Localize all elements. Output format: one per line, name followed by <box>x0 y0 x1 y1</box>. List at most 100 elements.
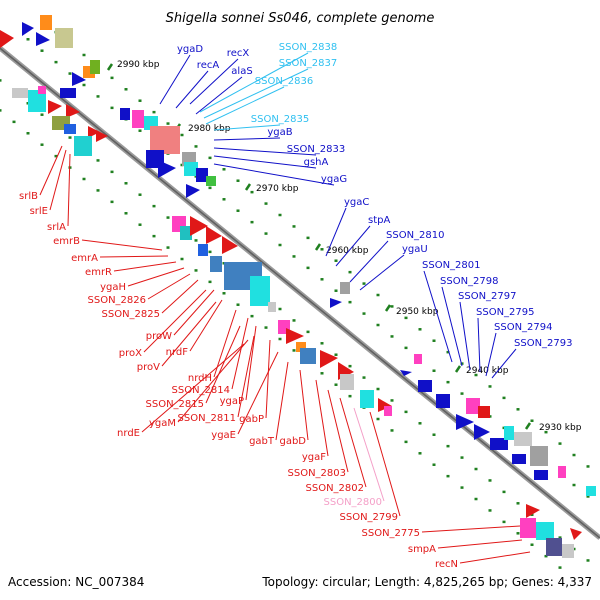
label-leader-nrdh <box>213 309 237 378</box>
label-leader-ygab <box>213 137 281 141</box>
label-leader-sson_2838 <box>199 52 309 113</box>
label-leader-gsha <box>213 155 317 169</box>
gene-label-srlb: srlB <box>19 191 38 202</box>
label-leader-srle <box>49 149 67 211</box>
label-leader-sson_2798 <box>441 286 463 367</box>
gene-label-sson_2837: SSON_2837 <box>279 58 338 69</box>
gene-label-sson_2794: SSON_2794 <box>494 322 553 333</box>
label-leader-ygac <box>325 207 347 257</box>
label-leader-sson_2825 <box>161 279 199 314</box>
gene-label-sson_2799: SSON_2799 <box>340 512 399 523</box>
gene-label-ygah: ygaH <box>100 282 126 293</box>
gene-label-ygaf: ygaF <box>302 452 326 463</box>
gene-label-recx: recX <box>227 48 250 59</box>
tick-label-2950: 2950 kbp <box>396 307 439 317</box>
gene-label-sson_2826: SSON_2826 <box>88 295 147 306</box>
topology-label: Topology: circular; Length: 4,825,265 bp… <box>261 575 592 589</box>
gene-label-gabd: gabD <box>279 436 306 447</box>
label-leader-ygau <box>359 254 405 291</box>
label-leader-gabp <box>265 339 271 419</box>
label-leader-sson_2802 <box>339 397 367 488</box>
tick-label-2970: 2970 kbp <box>256 184 299 194</box>
label-leader-sson_2775 <box>421 525 521 533</box>
label-leader-stpa <box>335 225 371 267</box>
gene-label-nrde: nrdE <box>117 428 140 439</box>
label-leader-nrde <box>141 343 245 433</box>
label-leader-sson_2794 <box>485 332 497 377</box>
label-leader-sson_2803 <box>327 389 349 473</box>
label-leader-ygam <box>177 339 249 423</box>
gene-label-emra: emrA <box>71 253 98 264</box>
label-leader-ygae <box>237 351 279 435</box>
label-leader-sson_2800 <box>353 407 385 502</box>
label-leader-sson_2797 <box>459 301 471 371</box>
gene-label-emrb: emrB <box>53 236 80 247</box>
gene-label-emrr: emrR <box>85 267 112 278</box>
label-leader-sson_2815 <box>205 325 241 404</box>
label-leader-gabd <box>299 369 309 441</box>
gene-label-sson_2803: SSON_2803 <box>288 468 347 479</box>
gene-label-nrdf: nrdF <box>166 347 189 358</box>
label-leader-ygap <box>245 325 257 401</box>
tick-label-2930: 2930 kbp <box>539 423 582 433</box>
gene-label-sson_2825: SSON_2825 <box>102 309 161 320</box>
label-leader-ygaf <box>315 379 329 457</box>
genome-backbone <box>0 44 600 540</box>
gene-label-sson_2811: SSON_2811 <box>178 413 237 424</box>
label-leader-reca <box>175 70 209 109</box>
gene-label-sson_2838: SSON_2838 <box>279 42 338 53</box>
label-leader-sson_2810 <box>349 240 389 283</box>
label-leader-sson_2795 <box>477 317 481 373</box>
label-leader-sson_2811 <box>237 335 255 418</box>
map-title: Shigella sonnei Ss046, complete genome <box>166 11 435 26</box>
gene-label-ygae: ygaE <box>211 430 236 441</box>
gene-label-ygag: ygaG <box>321 174 347 185</box>
label-leader-sson_2833 <box>213 147 317 156</box>
label-leader-sson_2793 <box>491 348 517 379</box>
gene-label-sson_2801: SSON_2801 <box>422 260 481 271</box>
gene-label-prox: proX <box>119 348 142 359</box>
gene-label-reca: recA <box>197 60 220 71</box>
label-leader-sson_2836 <box>205 86 285 125</box>
gene-label-recn: recN <box>435 559 458 570</box>
gene-label-sson_2815: SSON_2815 <box>146 399 205 410</box>
gene-label-srle: srlE <box>30 206 48 217</box>
label-leader-srlb <box>39 145 63 196</box>
label-leader-sson_2814 <box>231 317 249 390</box>
label-leader-emrb <box>81 239 163 251</box>
gene-label-smpa: smpA <box>408 544 436 555</box>
gene-label-nrdh: nrdH <box>188 373 212 384</box>
tick-label-2990: 2990 kbp <box>117 60 160 70</box>
label-leader-sson_2801 <box>423 270 453 363</box>
gene-label-ygau: ygaU <box>402 244 428 255</box>
gene-label-ygab: ygaB <box>267 127 292 138</box>
gene-label-gabp: gabP <box>239 414 264 425</box>
label-leader-sson_2826 <box>147 273 191 300</box>
gene-label-ygac: ygaC <box>344 197 369 208</box>
label-leader-sson_2799 <box>369 411 401 517</box>
gene-features <box>0 15 596 558</box>
gene-label-prov: proV <box>137 362 160 373</box>
gene-label-sson_2810: SSON_2810 <box>386 230 445 241</box>
tick-label-2960: 2960 kbp <box>326 246 369 256</box>
gene-label-sson_2836: SSON_2836 <box>255 76 314 87</box>
label-leader-prow <box>173 289 215 336</box>
label-leader-srla <box>67 153 71 227</box>
gene-label-srla: srlA <box>47 222 66 233</box>
label-leader-emra <box>99 255 169 258</box>
label-leader-ygag <box>213 163 335 186</box>
label-leader-alas <box>195 76 243 115</box>
label-leader-recn <box>459 551 531 564</box>
gene-label-ygad: ygaD <box>177 44 203 55</box>
label-leader-sson_2835 <box>213 124 281 131</box>
accession-label: Accession: NC_007384 <box>8 575 144 589</box>
label-leader-nrdf <box>189 299 223 352</box>
gene-label-ygap: ygaP <box>220 396 244 407</box>
gene-label-sson_2798: SSON_2798 <box>440 276 499 287</box>
gene-label-sson_2775: SSON_2775 <box>362 528 421 539</box>
label-leader-smpa <box>437 539 523 549</box>
gene-label-sson_2802: SSON_2802 <box>306 483 365 494</box>
